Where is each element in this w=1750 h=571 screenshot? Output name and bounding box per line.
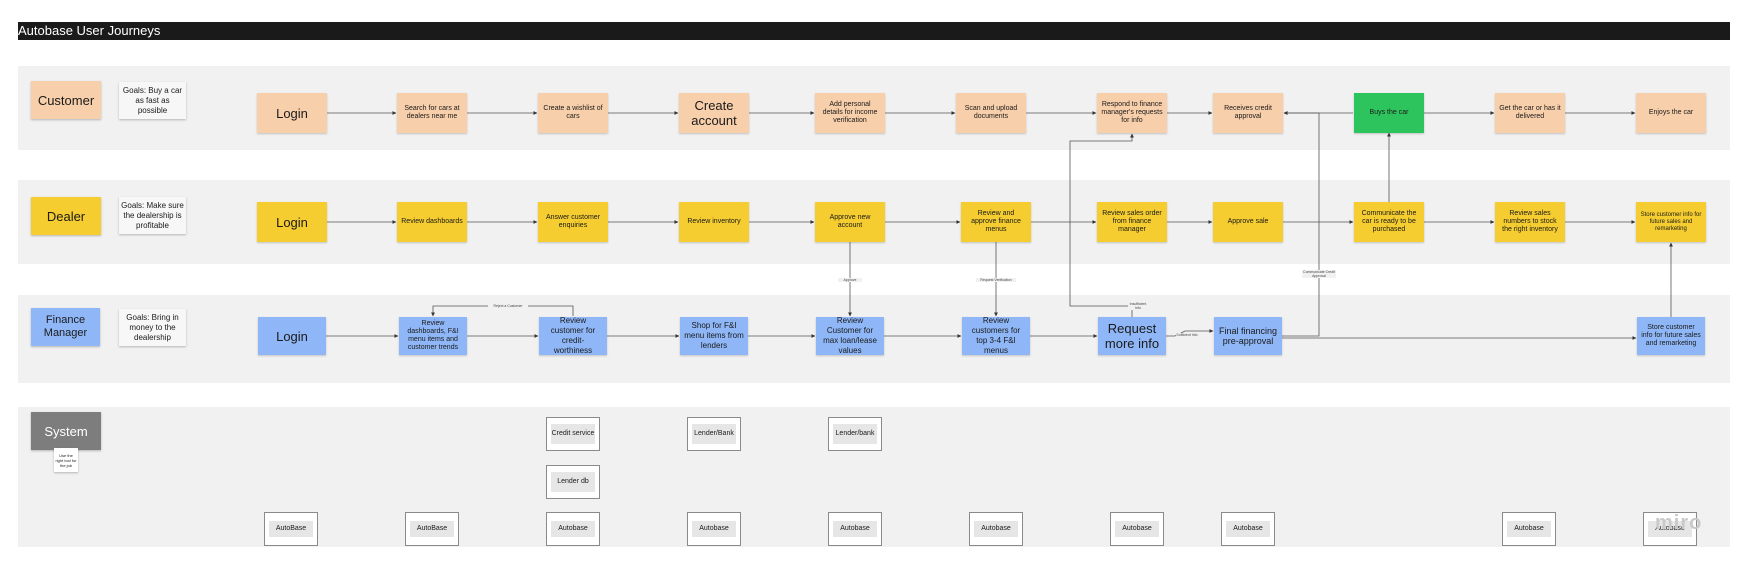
dealer-step-login[interactable]: Login — [257, 202, 327, 242]
system-autobase-3-label: Autobase — [551, 521, 595, 537]
goal-dealer: Goals: Make sure the dealership is profi… — [119, 197, 186, 234]
label-reject-customer: Reject a Customer — [488, 304, 528, 308]
dealer-step-approve-account[interactable]: Approve new account — [815, 202, 885, 242]
system-autobase-6-label: Autobase — [974, 521, 1018, 537]
dealer-step-communicate-ready[interactable]: Communicate the car is ready to be purch… — [1354, 202, 1424, 242]
role-dealer: Dealer — [31, 197, 101, 235]
dealer-step-answer-enquiries[interactable]: Answer customer enquiries — [538, 202, 608, 242]
customer-step-credit-approval[interactable]: Receives credit approval — [1213, 93, 1283, 133]
system-credit-service[interactable]: Credit service — [546, 417, 600, 451]
dealer-step-store-customer-info[interactable]: Store customer info for future sales and… — [1636, 202, 1706, 242]
dealer-step-review-inventory[interactable]: Review inventory — [679, 202, 749, 242]
system-autobase-10-label: Autobase — [1648, 521, 1692, 537]
finance-step-review-fi-menus[interactable]: Review customers for top 3-4 F&I menus — [962, 316, 1030, 355]
customer-step-search-cars[interactable]: Search for cars at dealers near me — [397, 93, 467, 133]
system-lender-bank-2[interactable]: Lender/bank — [828, 417, 882, 451]
system-autobase-8-label: Autobase — [1226, 521, 1270, 537]
system-lender-bank-1-label: Lender/Bank — [692, 424, 736, 444]
label-approve: Approve — [838, 278, 862, 282]
dealer-step-approve-sale[interactable]: Approve sale — [1213, 202, 1283, 242]
system-autobase-7[interactable]: Autobase — [1110, 512, 1164, 546]
system-autobase-3[interactable]: Autobase — [546, 512, 600, 546]
finance-step-login[interactable]: Login — [258, 317, 326, 355]
system-autobase-4-label: Autobase — [692, 521, 736, 537]
finance-step-shop-fi-items[interactable]: Shop for F&I menu items from lenders — [680, 317, 748, 355]
label-communicate-credit-approval: Communicate Credit Approval — [1302, 270, 1336, 278]
dealer-step-approve-finance-menus[interactable]: Review and approve finance menus — [961, 202, 1031, 242]
role-system: System — [31, 412, 101, 450]
customer-step-scan-documents[interactable]: Scan and upload documents — [956, 93, 1026, 133]
system-autobase-1-label: AutoBase — [269, 521, 313, 537]
finance-step-final-preapproval[interactable]: Final financing pre-approval — [1214, 317, 1282, 355]
label-insufficient-info: Insufficient Info — [1128, 302, 1148, 310]
system-autobase-2-label: AutoBase — [410, 521, 454, 537]
customer-step-create-wishlist[interactable]: Create a wishlist of cars — [538, 93, 608, 133]
system-lender-bank-2-label: Lender/bank — [833, 424, 877, 444]
system-note: Use the right tool for the job — [54, 448, 78, 472]
finance-step-review-dashboards[interactable]: Review dashboards, F&I menu items and cu… — [399, 317, 467, 355]
system-autobase-2[interactable]: AutoBase — [405, 512, 459, 546]
system-autobase-5[interactable]: Autobase — [828, 512, 882, 546]
board-title: Autobase User Journeys — [18, 23, 161, 38]
goal-customer: Goals: Buy a car as fast as possible — [119, 82, 186, 119]
system-autobase-1[interactable]: AutoBase — [264, 512, 318, 546]
customer-step-car-delivered[interactable]: Get the car or has it delivered — [1495, 93, 1565, 133]
miro-watermark: miro — [1655, 512, 1703, 534]
system-autobase-10[interactable]: Autobase — [1643, 512, 1697, 546]
system-lender-db-label: Lender db — [551, 472, 595, 492]
system-autobase-9[interactable]: Autobase — [1502, 512, 1556, 546]
finance-step-review-loan-values[interactable]: Review Customer for max loan/lease value… — [816, 316, 884, 355]
finance-step-request-info[interactable]: Request more info — [1098, 317, 1166, 355]
system-autobase-6[interactable]: Autobase — [969, 512, 1023, 546]
customer-step-add-personal-details[interactable]: Add personal details for income verifica… — [815, 93, 885, 133]
customer-step-enjoys-car[interactable]: Enjoys the car — [1636, 93, 1706, 133]
customer-step-respond-finance[interactable]: Respond to finance manager's requests fo… — [1097, 93, 1167, 133]
label-request-verification: Request Verification — [976, 278, 1016, 282]
label-sufficient-info: Sufficient Info — [1176, 333, 1198, 337]
system-autobase-9-label: Autobase — [1507, 521, 1551, 537]
dealer-step-review-dashboards[interactable]: Review dashboards — [397, 202, 467, 242]
customer-step-login[interactable]: Login — [257, 93, 327, 133]
system-autobase-4[interactable]: Autobase — [687, 512, 741, 546]
system-autobase-8[interactable]: Autobase — [1221, 512, 1275, 546]
system-lender-bank-1[interactable]: Lender/Bank — [687, 417, 741, 451]
finance-step-store-customer-info[interactable]: Store customer info for future sales and… — [1637, 317, 1705, 355]
finance-step-review-creditworthiness[interactable]: Review customer for credit-worthiness — [539, 316, 607, 355]
system-credit-service-label: Credit service — [551, 424, 595, 444]
title-bar: Autobase User Journeys — [18, 22, 1730, 40]
dealer-step-review-sales-numbers[interactable]: Review sales numbers to stock the right … — [1495, 202, 1565, 242]
role-finance-manager: Finance Manager — [31, 308, 100, 346]
customer-step-create-account[interactable]: Create account — [679, 93, 749, 133]
system-autobase-7-label: Autobase — [1115, 521, 1159, 537]
system-lender-db[interactable]: Lender db — [546, 465, 600, 499]
dealer-step-review-sales-order[interactable]: Review sales order from finance manager — [1097, 202, 1167, 242]
customer-step-buys-car[interactable]: Buys the car — [1354, 93, 1424, 133]
system-autobase-5-label: Autobase — [833, 521, 877, 537]
role-customer: Customer — [31, 81, 101, 119]
goal-finance-manager: Goals: Bring in money to the dealership — [119, 309, 186, 346]
